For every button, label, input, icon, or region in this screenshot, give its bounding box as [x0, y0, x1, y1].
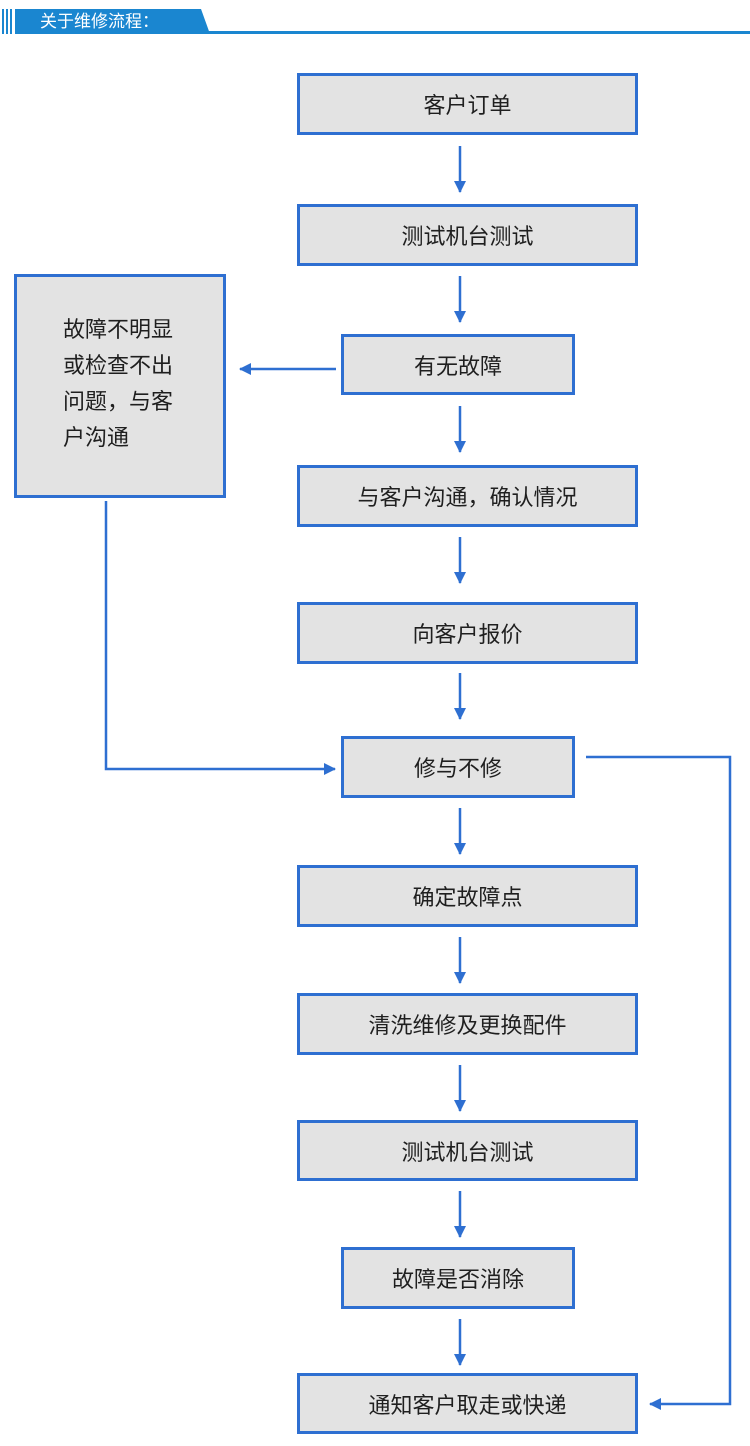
step-clean-repair-replace: 清洗维修及更换配件 [297, 993, 638, 1055]
header-underline [15, 31, 750, 34]
side-note-line: 或检查不出 [63, 354, 174, 379]
header-stripe [2, 9, 4, 34]
side-note-communicate: 故障不明显 或检查不出 问题，与客 户沟通 [14, 274, 226, 498]
step-fault-check: 有无故障 [341, 334, 575, 395]
step-locate-fault: 确定故障点 [297, 865, 638, 927]
header-stripe [6, 9, 8, 34]
arrow-note-to-decision [104, 501, 336, 775]
section-title: 关于维修流程： [40, 12, 159, 32]
step-repair-decision: 修与不修 [341, 736, 575, 798]
step-confirm-with-customer: 与客户沟通，确认情况 [297, 465, 638, 527]
step-notify-pickup: 通知客户取走或快递 [297, 1373, 638, 1434]
arrow-decision-to-notify [586, 755, 732, 1410]
side-note-line: 问题，与客 [63, 390, 174, 415]
side-note-line: 户沟通 [63, 426, 130, 451]
header-stripe [10, 9, 12, 34]
step-machine-test: 测试机台测试 [297, 204, 638, 266]
section-header: 关于维修流程： [0, 0, 750, 40]
step-customer-order: 客户订单 [297, 73, 638, 135]
side-note-line: 故障不明显 [63, 318, 174, 343]
step-quote-customer: 向客户报价 [297, 602, 638, 664]
header-tab [15, 9, 210, 34]
step-machine-retest: 测试机台测试 [297, 1120, 638, 1181]
step-fault-resolved: 故障是否消除 [341, 1247, 575, 1309]
